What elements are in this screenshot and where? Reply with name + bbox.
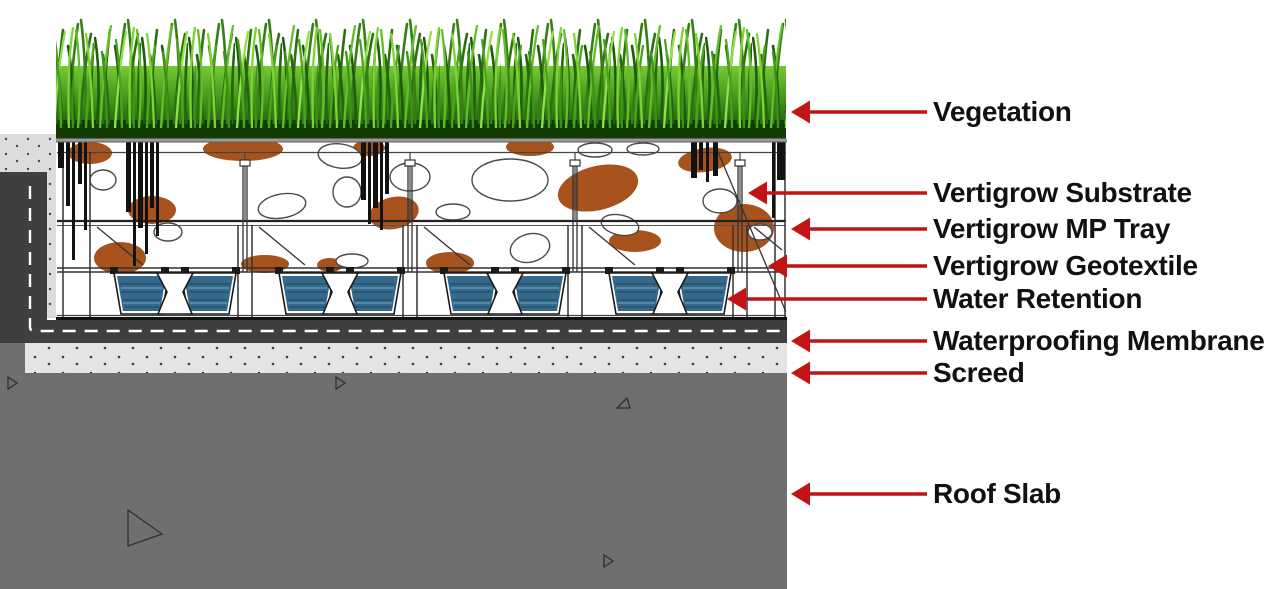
arrow-geotextile — [768, 254, 927, 278]
arrow-membrane — [791, 329, 927, 353]
arrow-roof-slab — [791, 482, 927, 506]
tray-bottom-line — [56, 317, 787, 320]
label-screed: Screed — [933, 357, 1025, 388]
label-roof-slab: Roof Slab — [933, 478, 1061, 509]
arrow-mp-tray — [791, 217, 927, 241]
tray-connector-posts — [239, 159, 746, 272]
parapet-upstand — [0, 134, 56, 318]
tray-interlock-posts — [58, 142, 785, 266]
tray-horizontal-lines — [57, 151, 786, 317]
arrow-substrate — [748, 181, 927, 205]
label-membrane: Waterproofing Membrane — [933, 325, 1265, 356]
arrow-water-retention — [727, 287, 927, 311]
label-vegetation: Vegetation — [933, 96, 1072, 127]
callout-arrows — [727, 100, 927, 506]
label-geotextile: Vertigrow Geotextile — [933, 250, 1198, 281]
grass-vegetation-layer — [56, 16, 786, 140]
substrate-top-edge — [56, 138, 787, 143]
slab-marker-triangles — [7, 375, 631, 569]
label-substrate: Vertigrow Substrate — [933, 177, 1192, 208]
tray-upper-walls — [244, 152, 741, 221]
label-water-retention: Water Retention — [933, 283, 1143, 314]
roof-slab-layer — [0, 343, 787, 589]
label-mp-tray: Vertigrow MP Tray — [933, 213, 1171, 244]
arrow-screed — [791, 361, 927, 385]
tray-braces — [96, 151, 786, 313]
arrow-vegetation — [791, 100, 927, 124]
substrate-tray-assembly — [56, 142, 787, 320]
waterproofing-membrane-layer — [0, 172, 787, 343]
screed-layer — [25, 343, 787, 373]
